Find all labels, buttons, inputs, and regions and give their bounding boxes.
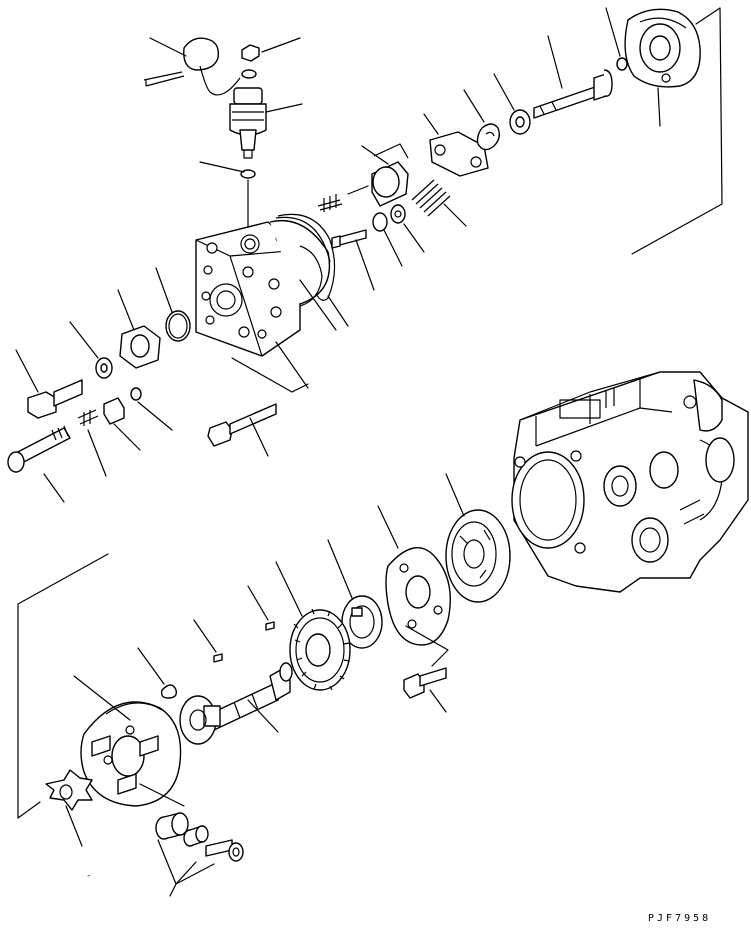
- bushing-large: [156, 813, 188, 839]
- plunger-pin: [332, 230, 374, 290]
- cap-screw: [208, 404, 276, 456]
- small-washer: [606, 8, 627, 70]
- nut-small: [242, 38, 300, 61]
- gasket-ring: [278, 214, 348, 326]
- governor-housing: [74, 676, 184, 806]
- pump-housing: [512, 372, 748, 592]
- shaft-key: [248, 586, 274, 630]
- leader-bracket-top: [632, 8, 722, 254]
- valve-plug: [104, 398, 140, 450]
- cam-ring: [328, 540, 382, 648]
- drive-shaft-top: [534, 36, 612, 118]
- solenoid-valve: [230, 88, 302, 158]
- spring-coil: [412, 180, 466, 226]
- washer-left: [70, 322, 112, 378]
- plate-screw: [404, 626, 448, 712]
- retainer-ring: [464, 90, 499, 150]
- washer-pair: [373, 205, 424, 266]
- washer-flat: [494, 74, 530, 134]
- shaft-flange: [180, 696, 220, 744]
- drive-gear: [276, 562, 350, 690]
- valve-nut: [118, 290, 160, 368]
- check-valve-body: [8, 426, 70, 502]
- o-ring-small-left: [131, 388, 172, 430]
- o-ring-medium: [156, 268, 190, 341]
- spring-left: [78, 410, 106, 476]
- guide-pin: [206, 840, 243, 861]
- o-ring-top: [200, 162, 255, 232]
- sensor-connector: [144, 38, 240, 95]
- cam-collar: [362, 144, 408, 206]
- flange-plate: [424, 114, 488, 176]
- drawing-mark: -: [86, 871, 91, 881]
- spring-small: [318, 186, 368, 212]
- woodruff-key: [138, 648, 176, 698]
- spider-coupling: [46, 770, 92, 846]
- key-small: [194, 620, 222, 662]
- bearing-plate: [446, 474, 510, 602]
- pump-cover: [625, 9, 700, 126]
- drive-shaft-main: [214, 663, 292, 732]
- leader-bracket-bottom: [18, 554, 108, 818]
- banjo-bolt: [16, 350, 82, 418]
- bushing-small: [184, 826, 208, 846]
- washer-small: [242, 70, 256, 78]
- distributor-head: [196, 217, 336, 392]
- leader-bushing-tail: [170, 884, 176, 896]
- drawing-code: PJF7958: [648, 913, 712, 924]
- feed-pump-plate: [378, 506, 450, 645]
